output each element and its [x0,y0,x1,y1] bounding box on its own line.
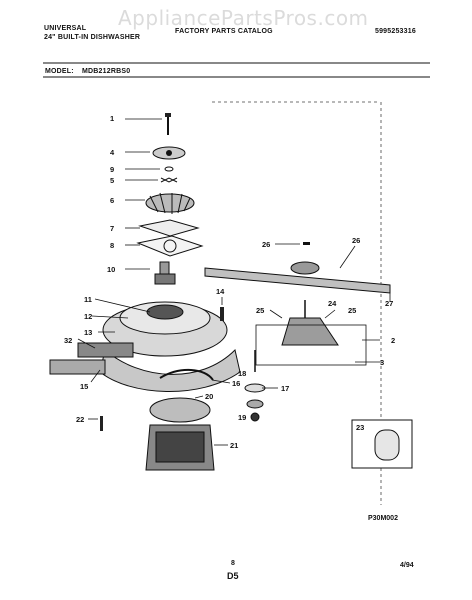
callout-20: 20 [205,392,213,401]
part-6-impeller [125,192,195,214]
part-5-clip [125,177,178,183]
part-7-gasket [125,219,200,237]
model-value: MDB212RBS0 [82,68,131,75]
callout-12: 12 [84,312,92,321]
callout-26: 26 [352,236,360,245]
callout-21: 21 [230,441,238,450]
callout-4: 4 [110,148,115,157]
model-label: MODEL: [45,68,74,75]
callout-14: 14 [216,287,225,296]
part-22-screw [88,416,103,431]
callout-5: 5 [110,176,114,185]
callout-17: 17 [281,384,289,393]
part-20-cover [149,395,211,423]
drawing-code: P30M002 [368,515,398,522]
callout-13: 13 [84,328,92,337]
callout-26-small: 26 [262,240,270,249]
product-label: 24" BUILT-IN DISHWASHER [44,34,141,41]
callout-3: 3 [380,358,384,367]
part-26-spray-arm [204,242,391,302]
part-10-shaft [125,261,176,285]
catalog-number: 5995253316 [375,28,416,35]
callout-25-right: 25 [348,306,356,315]
part-1-screw [125,113,171,135]
part-9-washer [125,166,174,172]
revision-date: 4/94 [400,562,414,569]
callout-16: 16 [232,379,240,388]
callout-27: 27 [385,299,393,308]
part-4-plate [125,146,186,160]
page-number: 8 [231,560,235,567]
callout-2: 2 [391,336,395,345]
callout-6: 6 [110,196,114,205]
part-23-box [351,419,413,469]
catalog-title: FACTORY PARTS CATALOG [175,28,273,35]
callout-19: 19 [238,413,246,422]
callout-10: 10 [107,265,115,274]
part-14-screw [220,297,224,321]
part-16-clamp [159,369,231,384]
callout-23: 23 [356,423,364,432]
callout-15: 15 [80,382,88,391]
callout-25-left: 25 [256,306,264,315]
callout-32: 32 [64,336,72,345]
callout-18: 18 [238,369,246,378]
callout-1: 1 [110,114,114,123]
callout-8: 8 [110,241,114,250]
callout-11: 11 [84,295,92,304]
part-21-motor [145,424,228,471]
callout-7: 7 [110,224,114,233]
part-8-plate [125,235,204,257]
callout-22: 22 [76,415,84,424]
watermark: AppliancePartsPros.com [118,6,369,30]
part-2-manifold [255,300,380,366]
callout-9: 9 [110,165,114,174]
section-code: D5 [227,571,239,581]
part-18-17-19-fasteners [244,350,278,422]
brand-label: UNIVERSAL [44,25,87,32]
callout-24: 24 [328,299,337,308]
